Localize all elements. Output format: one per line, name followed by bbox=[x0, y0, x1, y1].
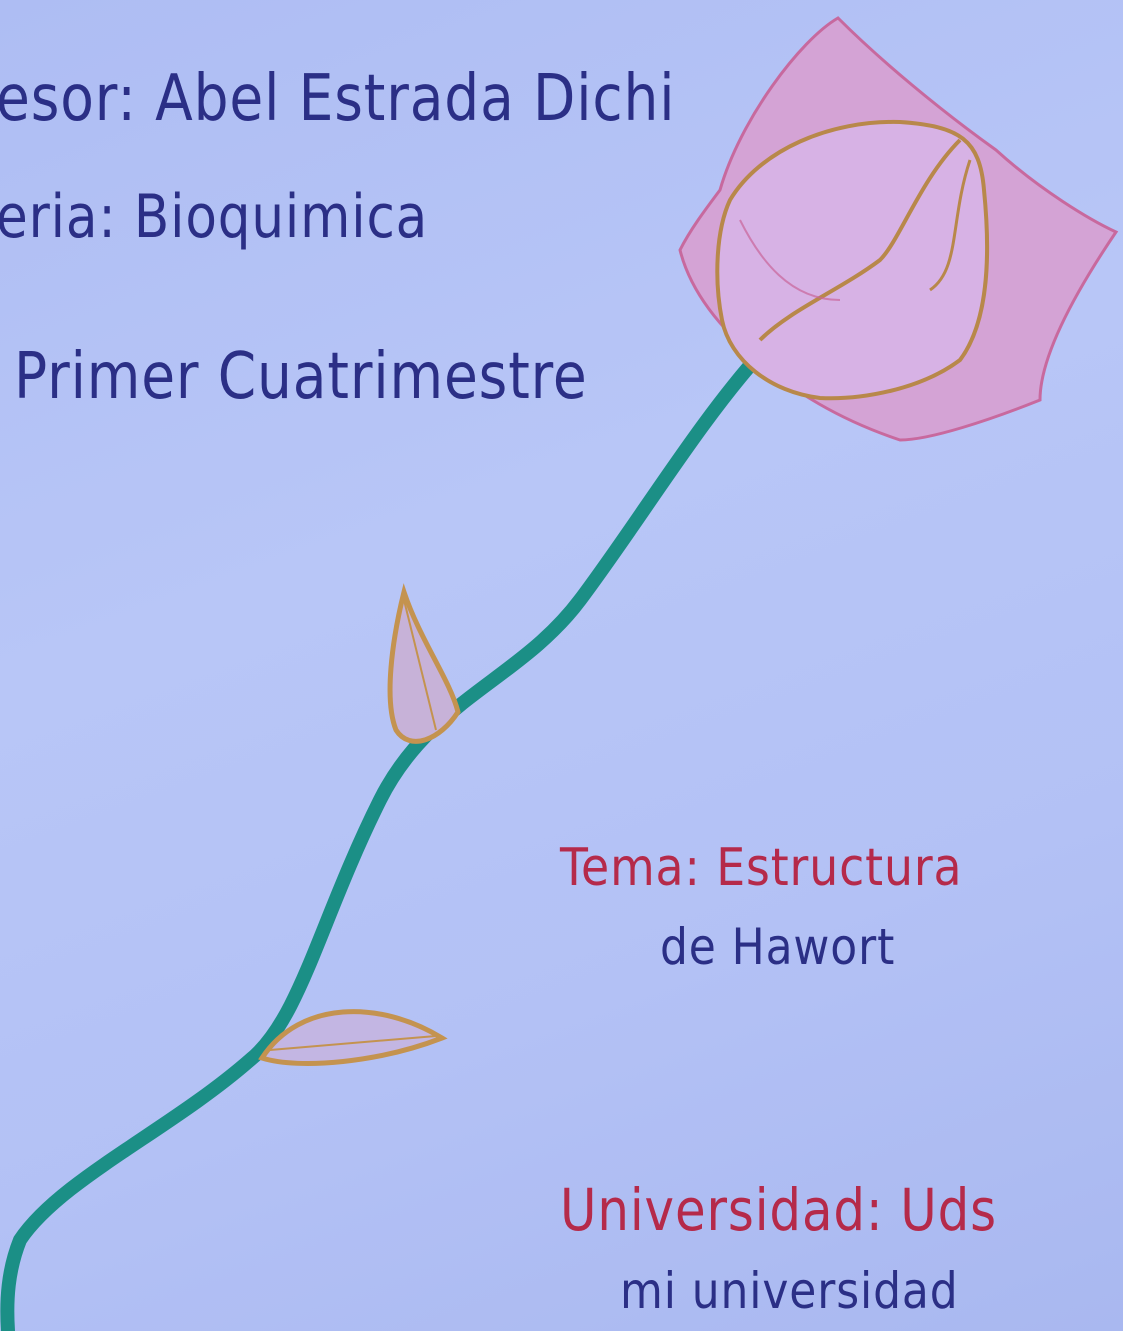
period-line: Primer Cuatrimestre bbox=[14, 340, 588, 414]
materia-line: eria: Bioquimica bbox=[0, 182, 429, 252]
rose-stem bbox=[0, 345, 769, 1331]
upper-leaf bbox=[387, 583, 461, 744]
lower-leaf bbox=[258, 1009, 448, 1066]
universidad-line: Universidad: Uds bbox=[560, 1176, 998, 1244]
tema-line-continued: de Hawort bbox=[660, 918, 896, 976]
universidad-line-continued: mi universidad bbox=[620, 1262, 959, 1320]
profesor-line: esor: Abel Estrada Dichi bbox=[0, 62, 676, 136]
tema-line: Tema: Estructura bbox=[560, 838, 963, 898]
